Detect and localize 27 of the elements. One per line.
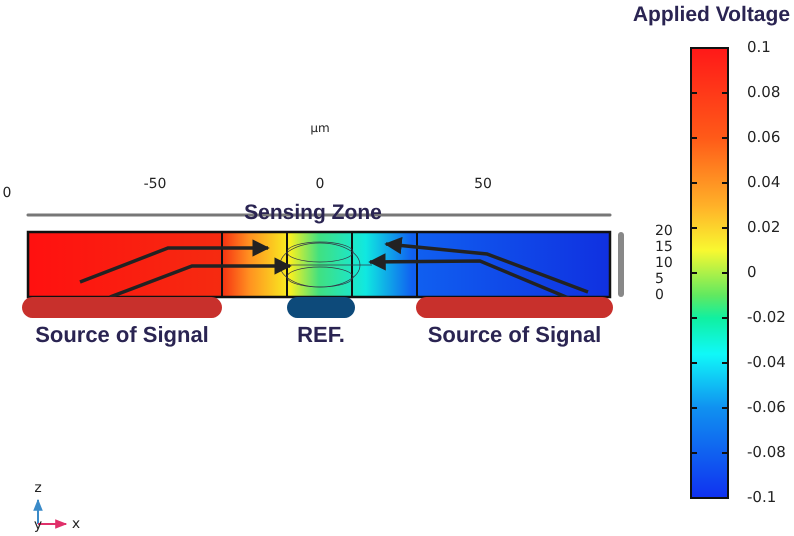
tick-label: -0.1 [747,490,776,505]
electrode-label: Source of Signal [428,324,602,346]
tick-label: 10 [655,256,673,270]
electrode-label: REF. [297,324,345,346]
tick-label: -0.02 [747,310,786,325]
tick-label: 0.1 [747,40,771,55]
tick-label: 0 [747,265,757,280]
colorbar-title: Applied Voltage [632,4,790,25]
axis-label: z [34,481,42,495]
tick-label: -50 [144,177,166,191]
tick-label: 20 [655,224,673,238]
tick-label: 0.08 [747,85,780,100]
tick-label: -0.06 [747,400,786,415]
axis-label: x [72,517,80,531]
tick-label: 0 [316,177,324,191]
tick-label: 50 [474,177,492,191]
electrode-label: Source of Signal [35,324,209,346]
tick-label: 15 [655,240,673,254]
tick-label: -0.04 [747,355,786,370]
tick-label: 0.06 [747,130,780,145]
tick-label: 0 [655,288,664,302]
unit-label: µm [310,122,330,134]
tick-label: 0.02 [747,220,780,235]
tick-label: 0 [2,186,12,200]
tick-label: -0.08 [747,445,786,460]
tick-label: 0.04 [747,175,780,190]
tick-label: 5 [655,272,664,286]
